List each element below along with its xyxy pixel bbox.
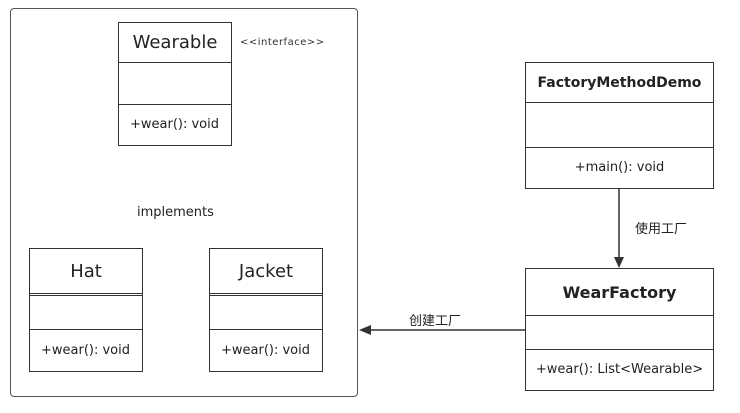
wear-factory-operation: +wear(): List<Wearable> <box>535 362 704 377</box>
hat-class: Hat +wear(): void <box>29 248 143 372</box>
factory-method-demo-operation: +main(): void <box>574 160 665 175</box>
wearable-class-name: Wearable <box>132 32 218 53</box>
wear-factory-class: WearFactory +wear(): List<Wearable> <box>525 268 714 391</box>
factory-method-demo-class-name: FactoryMethodDemo <box>537 74 702 91</box>
wearable-class: Wearable +wear(): void <box>118 22 232 146</box>
use-factory-label: 使用工厂 <box>635 222 688 237</box>
hat-class-name: Hat <box>70 260 102 282</box>
wearable-operation: +wear(): void <box>130 117 220 132</box>
wear-factory-class-name: WearFactory <box>562 282 677 302</box>
implements-label: implements <box>136 205 215 220</box>
use-factory-arrowhead <box>614 257 624 268</box>
create-factory-arrowhead <box>359 325 371 335</box>
jacket-class: Jacket +wear(): void <box>209 248 323 372</box>
create-factory-label: 创建工厂 <box>409 314 462 329</box>
wearable-stereotype: <<interface>> <box>240 37 325 48</box>
hat-operation: +wear(): void <box>41 342 131 358</box>
jacket-operation: +wear(): void <box>221 342 311 358</box>
jacket-class-name: Jacket <box>238 260 294 282</box>
factory-method-demo-class: FactoryMethodDemo +main(): void <box>525 62 714 189</box>
